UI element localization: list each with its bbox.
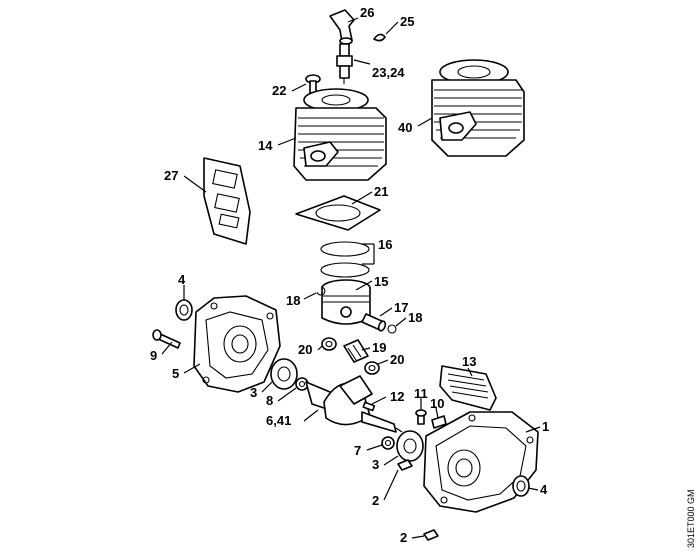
label-18-right: 18 <box>408 310 422 325</box>
label-12: 12 <box>390 389 404 404</box>
label-3-right: 3 <box>372 457 379 472</box>
part-18-circlip-right <box>387 324 397 334</box>
label-25: 25 <box>400 14 414 29</box>
label-2-upper: 2 <box>372 493 379 508</box>
part-27-gasket <box>203 157 251 245</box>
part-19-needle-cage <box>343 339 369 363</box>
label-20-right: 20 <box>390 352 404 367</box>
figure-code: 301ET000 GM <box>686 489 696 548</box>
label-26: 26 <box>360 5 374 20</box>
part-4-oil-seal-left <box>175 299 193 321</box>
label-4-right: 4 <box>540 482 548 497</box>
part-2-dowel-pin-lower <box>423 529 439 541</box>
label-23-24: 23,24 <box>372 65 405 80</box>
label-19: 19 <box>372 340 386 355</box>
part-4-oil-seal-right <box>512 475 530 497</box>
part-5-crankcase-left <box>193 295 281 393</box>
part-15-piston <box>321 279 371 325</box>
part-40-cylinder <box>431 59 525 157</box>
part-16-piston-rings <box>320 241 370 278</box>
part-1-crankcase-right <box>423 411 539 513</box>
part-23-24-spark-plug <box>336 43 353 84</box>
label-7: 7 <box>354 443 361 458</box>
part-7-ring <box>381 436 395 450</box>
label-18-left: 18 <box>286 293 300 308</box>
label-6-41: 6,41 <box>266 413 291 428</box>
part-12-key <box>362 401 376 412</box>
part-13-baffle <box>439 365 497 411</box>
part-11-screw <box>415 409 427 425</box>
label-3-left: 3 <box>250 385 257 400</box>
label-1: 1 <box>542 419 549 434</box>
part-14-cylinder <box>293 88 387 181</box>
part-10-washer <box>431 415 447 429</box>
part-6-41-crankshaft <box>305 375 403 433</box>
part-18-circlip-left <box>316 286 326 296</box>
part-20-washer-left <box>321 337 337 351</box>
label-11: 11 <box>414 386 428 401</box>
label-22: 22 <box>272 83 286 98</box>
part-2-dowel-pin-upper <box>397 459 413 471</box>
label-40: 40 <box>398 120 412 135</box>
callout-labels: 26 25 23,24 22 14 40 27 21 16 15 18 17 1… <box>150 5 549 545</box>
part-20-washer-right <box>364 361 380 375</box>
label-4-left: 4 <box>178 272 186 287</box>
label-16: 16 <box>378 237 392 252</box>
part-17-piston-pin <box>361 313 387 332</box>
label-8: 8 <box>266 393 273 408</box>
part-3-ball-bearing-right <box>396 430 424 462</box>
label-2-lower: 2 <box>400 530 407 545</box>
part-26-spark-plug-boot <box>329 9 355 45</box>
label-10: 10 <box>430 396 444 411</box>
label-9: 9 <box>150 348 157 363</box>
label-14: 14 <box>258 138 273 153</box>
part-9-screw <box>152 329 181 349</box>
label-5: 5 <box>172 366 179 381</box>
leader-lines <box>161 17 541 539</box>
part-3-ball-bearing-left <box>270 358 298 390</box>
label-21: 21 <box>374 184 388 199</box>
label-13: 13 <box>462 354 476 369</box>
part-21-cylinder-gasket <box>295 195 381 231</box>
label-17: 17 <box>394 300 408 315</box>
label-15: 15 <box>374 274 388 289</box>
label-27: 27 <box>164 168 178 183</box>
part-25-clip <box>373 33 386 42</box>
label-20-left: 20 <box>298 342 312 357</box>
